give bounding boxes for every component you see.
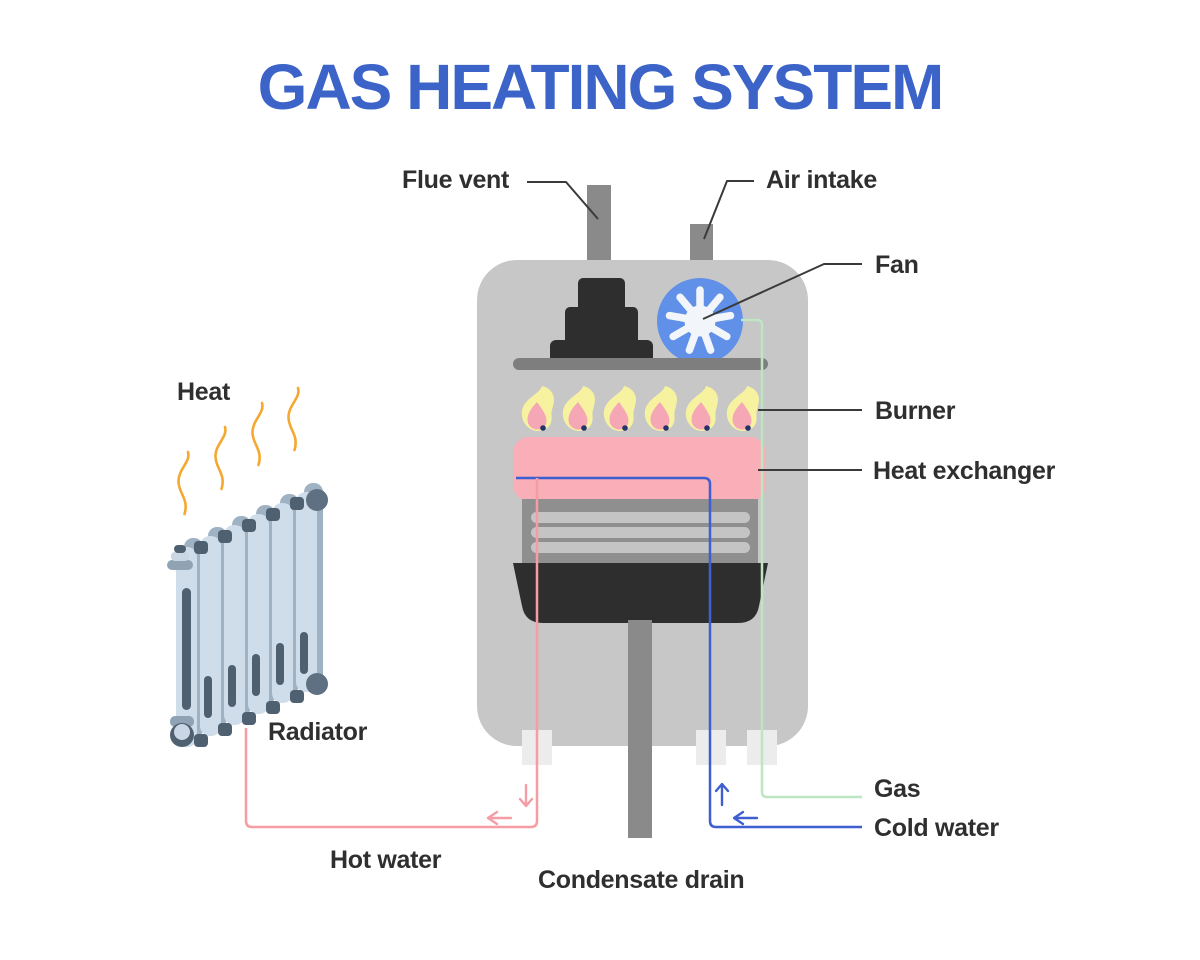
air-intake-leader-line <box>703 180 754 240</box>
heat-exchanger-block <box>513 437 766 501</box>
arrow-up-icon <box>714 782 730 807</box>
label-heat-exchanger: Heat exchanger <box>873 457 1055 485</box>
label-cold-water: Cold water <box>874 814 999 842</box>
label-fan: Fan <box>875 251 919 279</box>
condensate-drain-pipe <box>628 620 652 838</box>
label-hot-water: Hot water <box>330 846 442 874</box>
page-title: GAS HEATING SYSTEM <box>257 51 945 123</box>
air-intake-pipe <box>690 224 713 262</box>
label-air-intake: Air intake <box>766 166 877 194</box>
burner-shelf <box>513 358 768 370</box>
condensate-pan <box>513 563 768 623</box>
gas-pipe-line <box>741 318 862 799</box>
arrow-left-icon <box>732 810 759 826</box>
arrow-down-icon <box>518 783 534 808</box>
fan-icon <box>657 278 743 364</box>
label-burner: Burner <box>875 397 956 425</box>
radiator-drain-valve <box>170 716 194 747</box>
cold-water-pipe-line <box>516 476 862 829</box>
flue-vent-leader-line <box>527 181 599 220</box>
radiator-valve <box>167 545 193 570</box>
exchanger-fins <box>522 499 758 565</box>
label-heat: Heat <box>177 378 230 406</box>
label-gas: Gas <box>874 775 921 803</box>
boiler-unit <box>477 185 808 838</box>
fan-leader-line <box>702 263 862 320</box>
label-flue-vent: Flue vent <box>402 166 510 194</box>
arrow-left-icon <box>486 810 513 826</box>
radiator-illustration <box>167 483 328 747</box>
hot-water-pipe-line <box>244 478 539 829</box>
label-radiator: Radiator <box>268 718 368 746</box>
label-condensate-drain: Condensate drain <box>538 866 745 894</box>
